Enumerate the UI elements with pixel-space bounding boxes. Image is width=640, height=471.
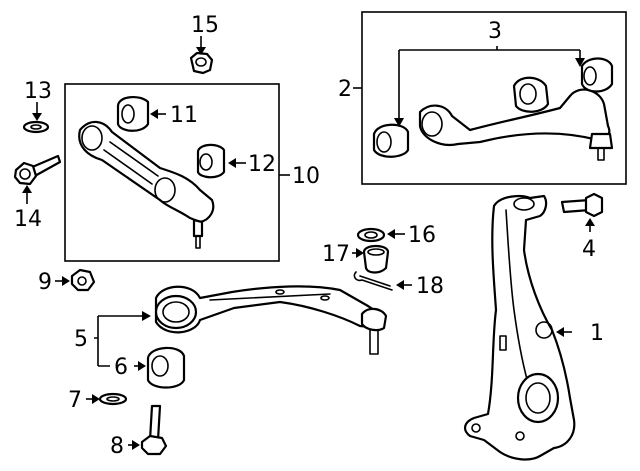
part-3-bushing-right bbox=[580, 57, 614, 93]
part-17-nut bbox=[362, 244, 390, 274]
upper-link-box bbox=[64, 83, 280, 262]
callout-11: 11 bbox=[170, 103, 198, 128]
callout-10: 10 bbox=[292, 164, 320, 189]
part-6-bushing bbox=[146, 346, 186, 389]
callout-9: 9 bbox=[38, 270, 52, 295]
callout-8: 8 bbox=[110, 434, 124, 459]
part-15-nut bbox=[189, 51, 214, 75]
part-11-bushing bbox=[116, 96, 150, 132]
callout-7: 7 bbox=[68, 388, 82, 413]
part-8-bolt bbox=[140, 404, 168, 456]
part-1-knuckle bbox=[464, 194, 576, 461]
part-12-bushing bbox=[196, 143, 226, 179]
part-7-washer bbox=[98, 392, 128, 406]
callout-5: 5 bbox=[74, 327, 88, 352]
upper-arm-box bbox=[361, 11, 627, 185]
callout-15: 15 bbox=[191, 13, 219, 38]
part-14-bolt bbox=[13, 154, 62, 186]
callout-3: 3 bbox=[488, 19, 502, 44]
callout-16: 16 bbox=[408, 223, 436, 248]
part-9-nut bbox=[70, 268, 96, 292]
callout-13: 13 bbox=[24, 79, 52, 104]
callout-6: 6 bbox=[114, 355, 128, 380]
callout-4: 4 bbox=[582, 237, 596, 262]
part-18-cotter-pin bbox=[353, 271, 393, 291]
part-2-upper-arm bbox=[418, 76, 614, 161]
part-10-upper-link bbox=[78, 120, 215, 249]
callout-2: 2 bbox=[338, 77, 352, 102]
part-16-washer bbox=[356, 227, 386, 243]
callout-1: 1 bbox=[590, 321, 604, 346]
callout-14: 14 bbox=[14, 207, 42, 232]
part-5-lower-arm bbox=[154, 285, 388, 355]
part-3-bushing-left bbox=[372, 123, 410, 158]
callout-18: 18 bbox=[416, 274, 444, 299]
callout-12: 12 bbox=[248, 152, 276, 177]
part-4-bolt bbox=[560, 192, 604, 218]
part-13-washer bbox=[22, 120, 50, 134]
callout-17: 17 bbox=[322, 242, 350, 267]
